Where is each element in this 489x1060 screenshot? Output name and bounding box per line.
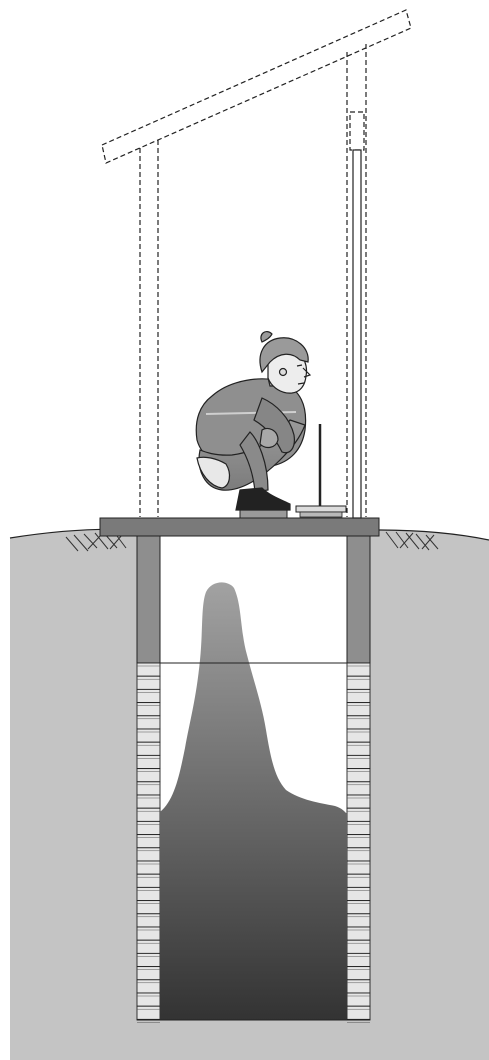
brick (347, 676, 370, 689)
brick (347, 821, 370, 834)
person-shoe (236, 488, 290, 510)
brick (347, 703, 370, 716)
brick (347, 861, 370, 874)
brick (347, 914, 370, 927)
brick (347, 729, 370, 742)
brick (347, 1006, 370, 1019)
brick (347, 993, 370, 1006)
brick (137, 782, 160, 795)
person-squatting (196, 332, 310, 510)
brick (137, 676, 160, 689)
pit-lining-upper-right (347, 536, 370, 663)
brick (347, 663, 370, 676)
brick (137, 887, 160, 900)
brick (137, 742, 160, 755)
brick (347, 887, 370, 900)
brick (137, 953, 160, 966)
brick (137, 663, 160, 676)
brick (137, 914, 160, 927)
brick (137, 967, 160, 980)
brick (347, 927, 370, 940)
brick (347, 795, 370, 808)
brick (137, 729, 160, 742)
brick (137, 861, 160, 874)
brick (347, 940, 370, 953)
brick (137, 1006, 160, 1019)
vent-pipe (353, 150, 361, 518)
brick (137, 703, 160, 716)
brick (137, 821, 160, 834)
brick (137, 993, 160, 1006)
pit-lining-brick-right (347, 663, 370, 1022)
brick (347, 874, 370, 887)
brick (137, 940, 160, 953)
brick (137, 808, 160, 821)
brick (137, 927, 160, 940)
brick (347, 689, 370, 702)
brick (347, 742, 370, 755)
brick (347, 716, 370, 729)
person-hand (260, 428, 278, 447)
brick (137, 795, 160, 808)
brick (347, 953, 370, 966)
brick (137, 835, 160, 848)
brick (347, 769, 370, 782)
brick (347, 901, 370, 914)
pit-lining-brick-left (137, 663, 160, 1022)
brick (137, 848, 160, 861)
person-ear (280, 369, 287, 376)
brick (137, 901, 160, 914)
brick (137, 755, 160, 768)
roof (102, 10, 411, 163)
brick (137, 769, 160, 782)
footrest (240, 510, 287, 518)
brick (347, 782, 370, 795)
brick (347, 980, 370, 993)
squatting-slab (100, 518, 379, 536)
pit-lining-upper-left (137, 536, 160, 663)
brick (137, 874, 160, 887)
brick (137, 980, 160, 993)
brick (137, 689, 160, 702)
brick (347, 848, 370, 861)
brick (347, 808, 370, 821)
brick (347, 835, 370, 848)
brick (347, 755, 370, 768)
brick (347, 967, 370, 980)
brick (137, 716, 160, 729)
